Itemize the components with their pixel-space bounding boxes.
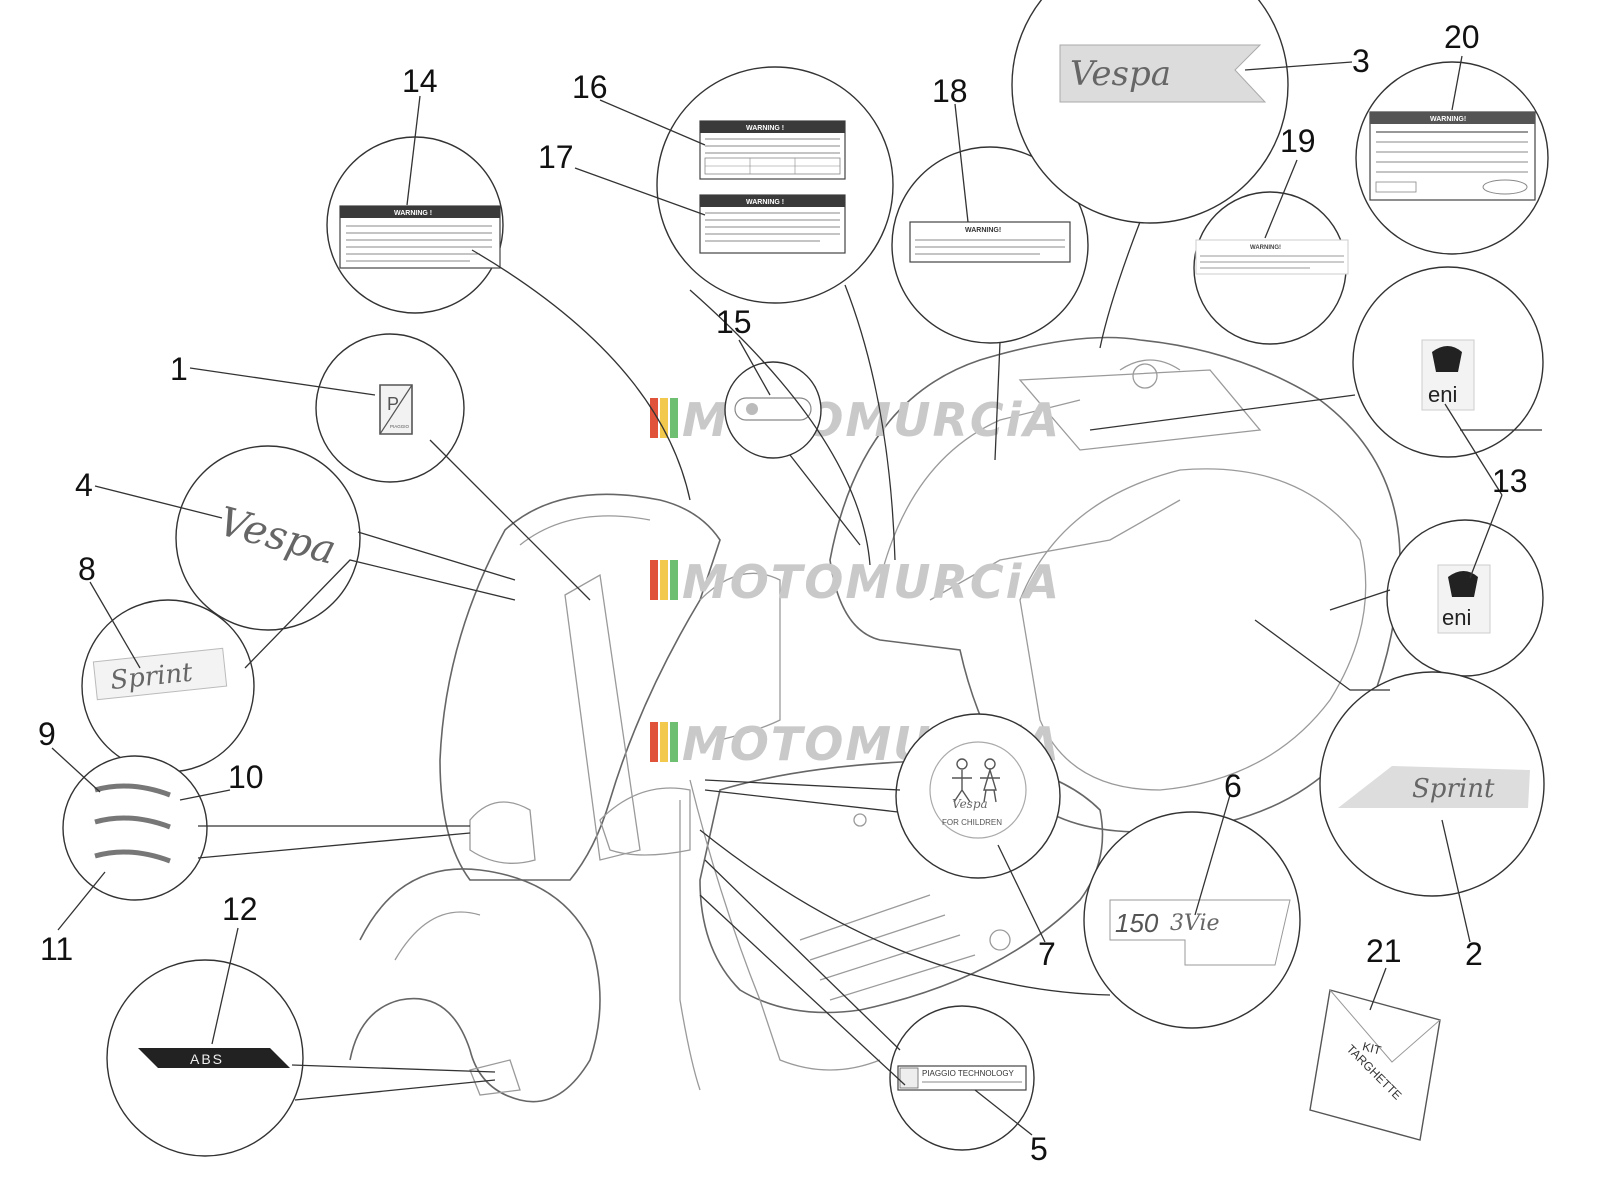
- abs-text: ABS: [190, 1051, 224, 1067]
- watermark-text: MOTOMURCiA: [682, 555, 1061, 609]
- eni-text: eni: [1428, 382, 1457, 407]
- warning-label-text: WARNING!: [965, 227, 1001, 234]
- sprint-decal-2: Sprint: [1338, 766, 1530, 808]
- warning-label-14: WARNING !: [339, 205, 501, 269]
- vespa-decal-text: Vespa: [1070, 54, 1171, 94]
- callout-4: 4: [75, 467, 93, 503]
- chevron-trims: [94, 783, 171, 864]
- callout-5: 5: [1030, 1131, 1048, 1167]
- watermark-2: MOTOMURCiA: [650, 555, 1061, 609]
- warning-label-16: WARNING !: [699, 120, 846, 180]
- kit-targhette-envelope: KIT TARGHETTE: [1309, 989, 1441, 1141]
- piaggio-badge-text: PIAGGIO: [390, 424, 410, 429]
- callout-15: 15: [716, 304, 752, 340]
- eni-logo-upper: eni: [1421, 339, 1475, 411]
- vespa-small-text: Vespa: [952, 797, 988, 811]
- piaggio-tech-text: PIAGGIO TECHNOLOGY: [922, 1069, 1015, 1078]
- for-children-logo: Vespa FOR CHILDREN: [929, 741, 1027, 839]
- callout-3: 3: [1352, 43, 1370, 79]
- scooter-outline: [349, 336, 1401, 1103]
- bubble-4: [175, 445, 361, 631]
- watermark-group: MOTOMURCiA MOTOMURCiA MOTOMURCiA: [650, 393, 1061, 771]
- callout-13: 13: [1492, 463, 1528, 499]
- abs-badge: ABS: [138, 1048, 290, 1068]
- callout-1: 1: [170, 351, 188, 387]
- warning-label-text: WARNING !: [746, 199, 784, 206]
- svg-text:P: P: [387, 394, 399, 414]
- warning-label-text: WARNING!: [1430, 116, 1466, 123]
- callout-2: 2: [1465, 936, 1483, 972]
- warning-label-text: WARNING !: [394, 210, 432, 217]
- callout-10: 10: [228, 759, 264, 795]
- kit-text: KIT: [1361, 1039, 1383, 1058]
- callout-8: 8: [78, 551, 96, 587]
- callout-17: 17: [538, 139, 574, 175]
- callout-18: 18: [932, 73, 968, 109]
- callout-6: 6: [1224, 768, 1242, 804]
- model-150-text: 150: [1115, 908, 1159, 938]
- warning-label-18: WARNING!: [909, 221, 1071, 263]
- callout-9: 9: [38, 716, 56, 752]
- callout-11: 11: [40, 931, 73, 967]
- sprint-text: Sprint: [1412, 774, 1495, 804]
- model-3vie-text: 3Vie: [1170, 911, 1220, 936]
- callout-7: 7: [1038, 936, 1056, 972]
- callout-20: 20: [1444, 19, 1480, 55]
- warning-label-text: WARNING!: [1250, 245, 1281, 251]
- piaggio-tech-label: PIAGGIO TECHNOLOGY: [897, 1065, 1027, 1091]
- callout-16: 16: [572, 69, 608, 105]
- warning-label-19: WARNING!: [1195, 239, 1349, 275]
- callout-19: 19: [1280, 123, 1316, 159]
- model-badge-6: 150 3Vie: [1109, 899, 1291, 966]
- callout-21: 21: [1366, 933, 1402, 969]
- leader-lines: [51, 55, 1542, 1136]
- callout-14: 14: [402, 63, 438, 99]
- bubble-16-17: [656, 66, 894, 304]
- piaggio-badge: P PIAGGIO: [379, 384, 413, 435]
- warning-label-17: WARNING !: [699, 194, 846, 254]
- for-children-text: FOR CHILDREN: [942, 818, 1002, 827]
- callout-12: 12: [222, 891, 258, 927]
- bubble-9-10-11: [62, 755, 208, 901]
- eni-logo-lower: eni: [1437, 564, 1491, 634]
- callout-numbers: 1 2 3 4 5 6 7 8 9 10 11 12 13 14 15 16 1…: [38, 19, 1528, 1167]
- eni-text: eni: [1442, 605, 1471, 630]
- vespa-decal-3: Vespa: [1059, 44, 1267, 103]
- sprint-badge-8: Sprint: [92, 647, 228, 701]
- watermark-1: MOTOMURCiA: [650, 393, 1059, 447]
- detail-bubbles: WARNING ! P PIAGGIO Vespa Sprint: [62, 0, 1549, 1157]
- warning-label-20: WARNING!: [1369, 111, 1536, 201]
- warning-label-text: WARNING !: [746, 125, 784, 132]
